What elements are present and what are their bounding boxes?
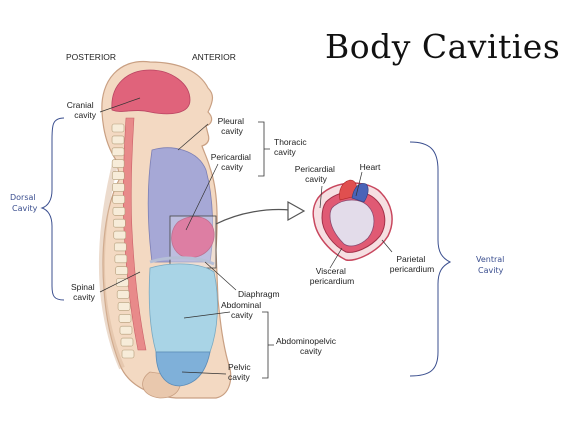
vena-cava [351,183,369,203]
vertebra [112,183,125,192]
vertebra [113,230,127,240]
vertebra [116,290,130,299]
vertebra [111,123,125,133]
anterior-label: ANTERIOR [192,52,236,62]
inset-parietal-pericardium-label: Parietal pericardium [390,254,434,274]
vertebra [111,159,125,168]
vertebral-column [111,123,135,359]
diaphragm-label: Diaphragm [238,289,280,299]
heart-inset [312,179,393,261]
vertebra [114,254,128,264]
vertebra [117,302,131,311]
abdominal-cavity-label: Abdominal cavity [221,300,264,320]
vertebra [115,266,128,276]
inset-pericardial-cavity-label: Pericardial cavity [295,164,338,184]
inset-leader-lines [319,171,393,269]
dorsal-brace [40,117,65,301]
ventral-brace [409,141,452,377]
abdominal-cavity [148,263,218,353]
pericardial-cavity-body [171,216,215,258]
pelvic-cavity-label: Pelvic cavity [228,362,253,382]
thoracic-bracket [258,121,270,177]
pericardial-cavity-body-label: Pericardial cavity [211,152,254,172]
abdominopelvic-bracket [262,311,274,379]
vertebra [120,337,134,347]
inset-heart-label: Heart [360,162,381,172]
vertebra [112,206,126,216]
vertebra [111,147,125,157]
arrow-head-icon [287,200,306,222]
dorsal-cavity-label: Dorsal Cavity [10,193,38,213]
posterior-label: POSTERIOR [66,52,116,62]
vertebra [111,135,125,145]
cranial-cavity [111,69,191,115]
vertebra [116,278,129,287]
pelvic-cavity [155,351,211,387]
thoracic-cavity-label: Thoracic cavity [274,137,309,157]
abdominopelvic-cavity-label: Abdominopelvic cavity [276,336,338,356]
heart-shape [329,199,375,247]
vertebra [112,195,125,204]
inset-visceral-pericardium-label: Visceral pericardium [310,266,354,286]
pleural-cavity-label: Pleural cavity [218,116,247,136]
cranial-cavity-label: Cranial cavity [67,100,97,120]
diaphragm [149,256,215,266]
vertebra [121,349,135,359]
title: Body Cavities [325,27,560,66]
vertebra [113,218,126,228]
vertebra [113,242,127,252]
ventral-cavity-label: Ventral Cavity [476,255,507,275]
inset-arrow [215,208,291,225]
vertebra [111,171,125,180]
heart-selection-box [169,215,217,269]
spinal-cavity-label: Spinal cavity [71,282,97,302]
vertebra [119,325,133,335]
leader-lines [99,97,237,375]
vertebra [118,314,132,323]
